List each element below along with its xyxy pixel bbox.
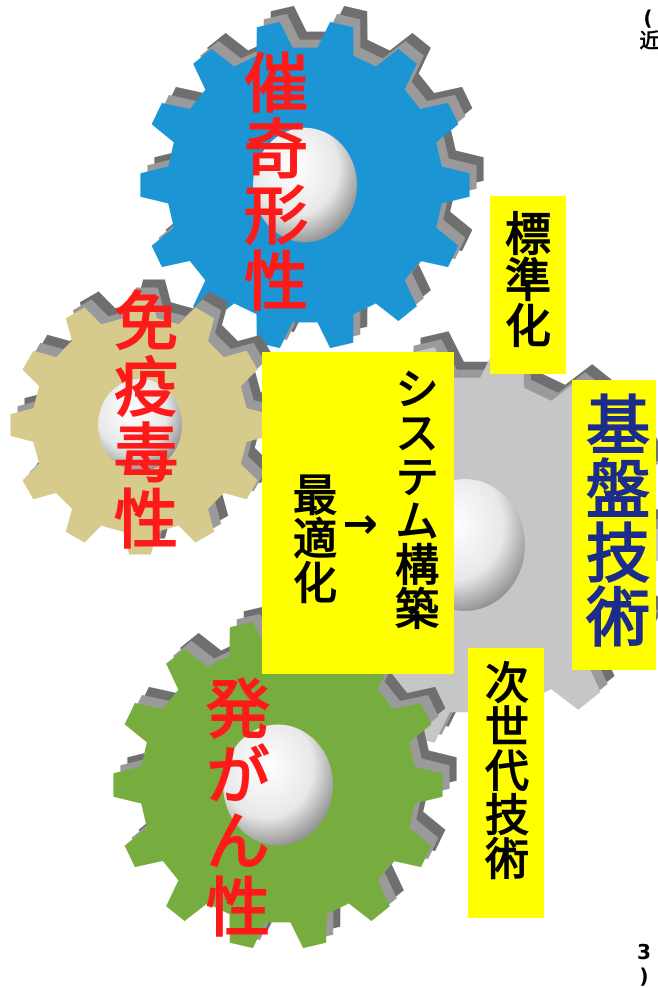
system-optimization-box: システム構築 ↑ 最適化 bbox=[262, 352, 454, 674]
top-right-fragment: (近 bbox=[638, 6, 658, 50]
up-arrow-icon: ↑ bbox=[335, 507, 384, 542]
carcinogenicity-label: 発がん性 bbox=[200, 676, 264, 940]
standardization-text: 標準化 bbox=[502, 210, 548, 348]
optimization-text: 最適化 bbox=[288, 472, 332, 604]
bottom-left-fragment: 3) bbox=[634, 940, 654, 988]
system-construction-text: システム構築 bbox=[390, 366, 434, 630]
next-gen-technology-box: 次世代技術 bbox=[468, 648, 544, 918]
standardization-box: 標準化 bbox=[490, 196, 566, 374]
next-gen-technology-text: 次世代技術 bbox=[480, 660, 524, 880]
blue-gear bbox=[140, 6, 483, 348]
base-technology-text: 基盤技術 bbox=[580, 392, 644, 648]
immunotoxicity-label: 免疫毒性 bbox=[108, 288, 172, 552]
base-technology-box: 基盤技術 bbox=[572, 380, 656, 670]
teratogenicity-label: 催奇形性 bbox=[238, 50, 302, 314]
